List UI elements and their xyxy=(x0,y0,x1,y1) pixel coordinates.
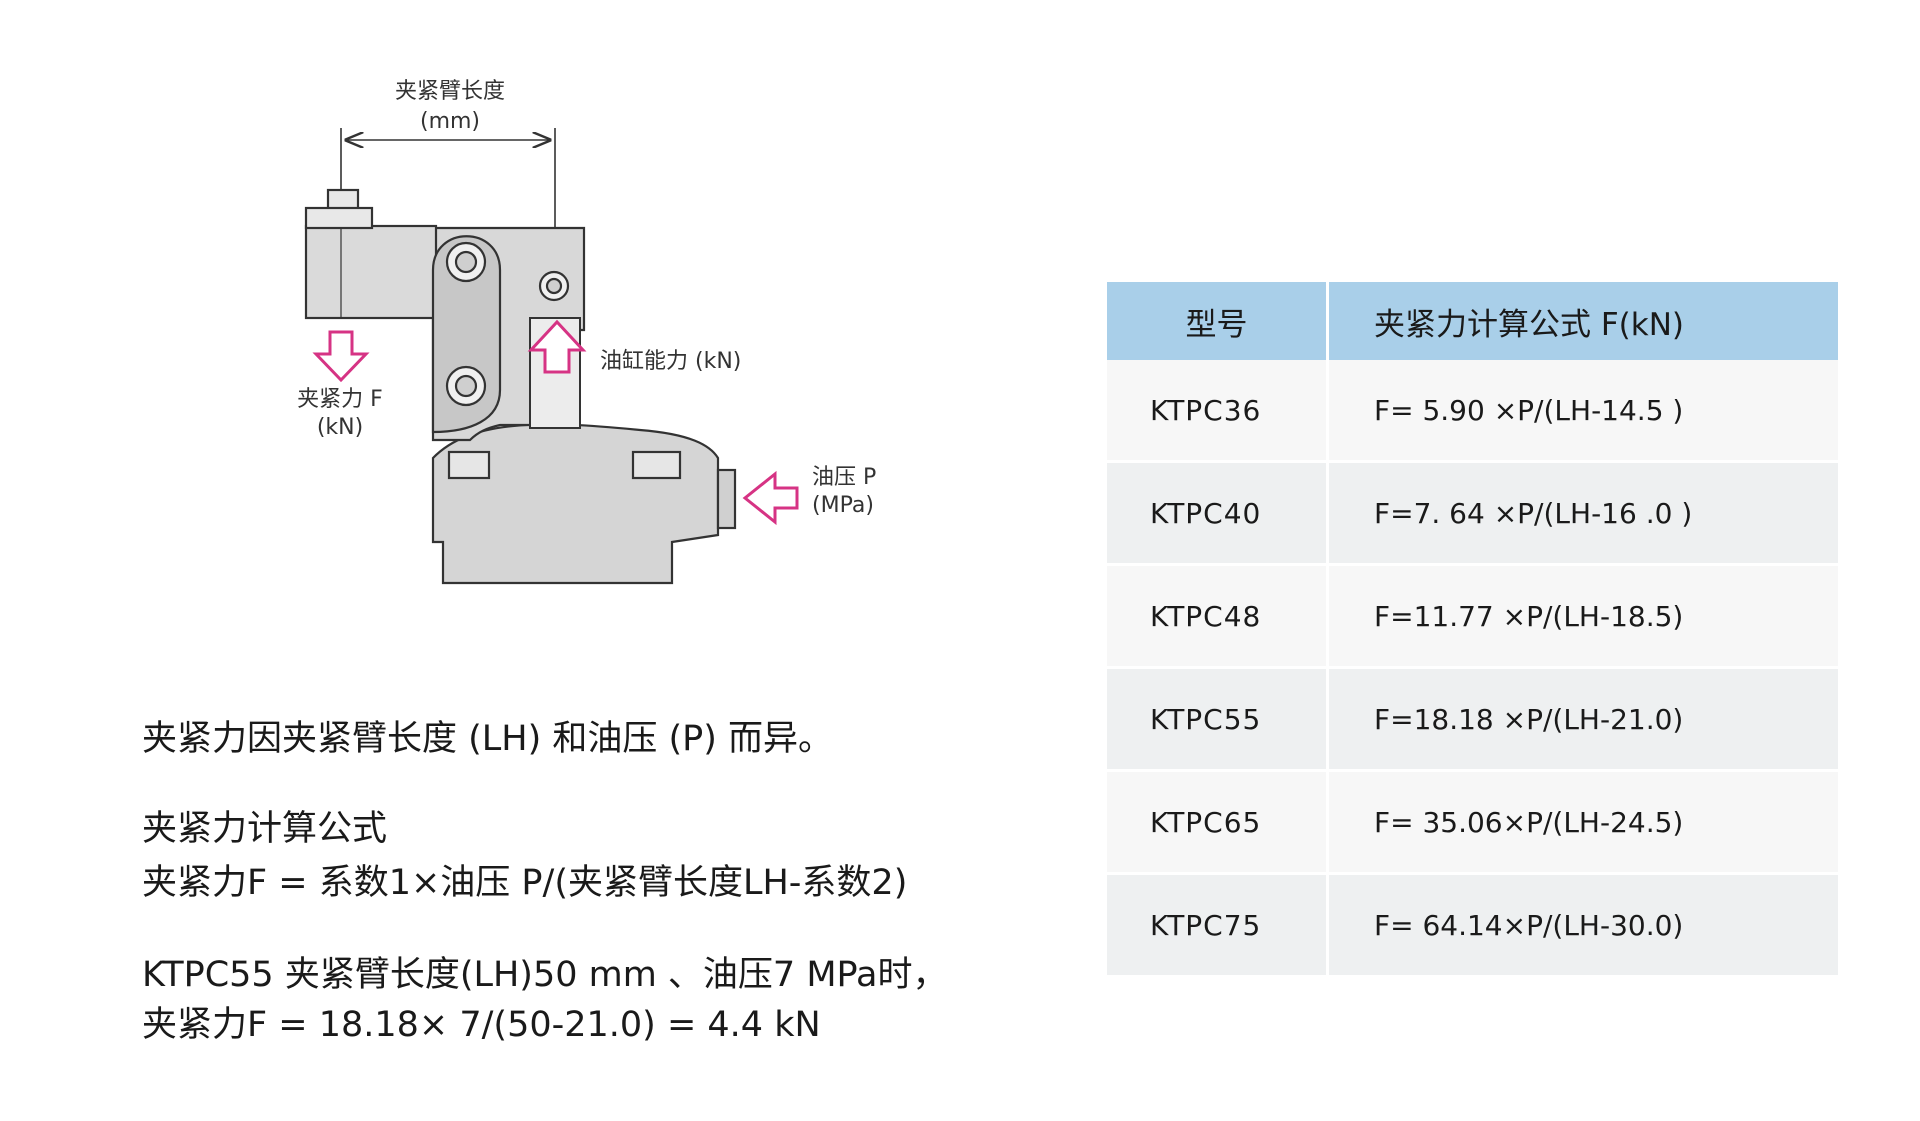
pins xyxy=(445,241,570,407)
arm-length-label: 夹紧臂长度 xyxy=(394,79,505,104)
formula-cell: F=11.77 ×P/(LH-18.5) xyxy=(1326,563,1838,668)
table-row: KTPC75 F= 64.14×P/(LH-30.0) xyxy=(1107,872,1838,975)
formula-cell: F= 35.06×P/(LH-24.5) xyxy=(1326,769,1838,874)
cylinder-force-arrow xyxy=(527,319,587,374)
formula-cell: F=7. 64 ×P/(LH-16 .0 ) xyxy=(1326,460,1838,565)
table-row: KTPC36 F= 5.90 ×P/(LH-14.5 ) xyxy=(1107,360,1838,462)
arm-length-unit: (mm) xyxy=(419,109,481,134)
model-cell: KTPC36 xyxy=(1107,360,1328,462)
note-formula-generic: 夹紧力F = 系数1×油压 P/(夹紧臂长度LH-系数2) xyxy=(142,863,908,903)
model-cell: KTPC55 xyxy=(1107,666,1328,771)
note-example-line2: 夹紧力F = 18.18× 7/(50-21.0) = 4.4 kN xyxy=(142,1005,821,1045)
table-row: KTPC48 F=11.77 ×P/(LH-18.5) xyxy=(1107,563,1838,668)
clamp-cylinder-drawing xyxy=(304,128,799,585)
model-cell: KTPC40 xyxy=(1107,460,1328,565)
cylinder-force-label: 油缸能力 (kN) xyxy=(600,349,742,374)
cylinder-body xyxy=(431,423,737,585)
model-cell: KTPC75 xyxy=(1107,872,1328,975)
table-row: KTPC40 F=7. 64 ×P/(LH-16 .0 ) xyxy=(1107,460,1838,565)
clamp-diagram: 夹紧臂长度 (mm) 夹紧力 F (kN) 油缸能力 (kN) 油压 P (MP… xyxy=(0,0,1000,640)
formula-table: 型号 夹紧力计算公式 F(kN) KTPC36 F= 5.90 ×P/(LH-1… xyxy=(1107,282,1838,975)
note-example-line1: KTPC55 夹紧臂长度(LH)50 mm 、油压7 MPa时， xyxy=(142,955,948,995)
table-row: KTPC65 F= 35.06×P/(LH-24.5) xyxy=(1107,769,1838,874)
note-formula-title: 夹紧力计算公式 xyxy=(142,809,388,849)
note-dependency: 夹紧力因夹紧臂长度 (LH) 和油压 (P) 而异。 xyxy=(142,719,834,759)
clamp-force-unit: (kN) xyxy=(316,415,364,440)
table-row: KTPC55 F=18.18 ×P/(LH-21.0) xyxy=(1107,666,1838,771)
model-cell: KTPC48 xyxy=(1107,563,1328,668)
formula-cell: F= 5.90 ×P/(LH-14.5 ) xyxy=(1326,360,1838,462)
clamp-force-arrow xyxy=(312,330,370,383)
oil-pressure-label: 油压 P xyxy=(812,465,877,490)
formula-cell: F=18.18 ×P/(LH-21.0) xyxy=(1326,666,1838,771)
clamp-force-label: 夹紧力 F xyxy=(297,387,383,412)
header-model: 型号 xyxy=(1107,282,1328,360)
clamp-arm xyxy=(304,188,438,320)
model-cell: KTPC65 xyxy=(1107,769,1328,874)
header-formula: 夹紧力计算公式 F(kN) xyxy=(1326,282,1838,360)
oil-pressure-unit: (MPa) xyxy=(812,493,874,518)
formula-cell: F= 64.14×P/(LH-30.0) xyxy=(1326,872,1838,975)
oil-pressure-arrow xyxy=(742,470,799,526)
table-header-row: 型号 夹紧力计算公式 F(kN) xyxy=(1107,282,1838,360)
